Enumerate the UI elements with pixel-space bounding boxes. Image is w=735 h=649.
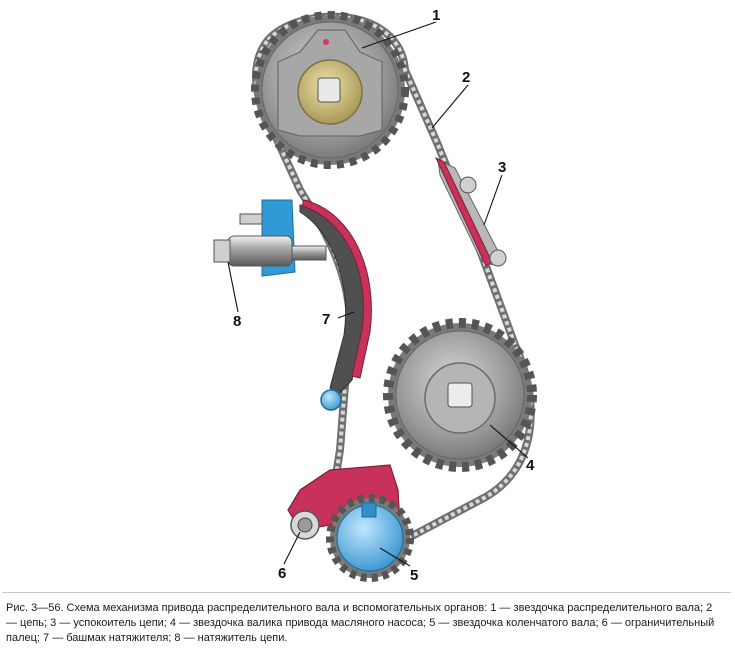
tensioner-shoe-pivot: [320, 389, 342, 411]
callout-labels: 1 2 3 4 5 6 7 8: [233, 7, 535, 584]
oil-pump-sprocket-bolt: [447, 382, 473, 408]
leader-2: [431, 84, 469, 129]
callout-3: 3: [498, 159, 506, 176]
callout-1: 1: [432, 7, 440, 24]
leader-3: [483, 174, 503, 226]
oil-pump-sprocket: [383, 318, 537, 472]
crankshaft-key: [361, 502, 377, 518]
tensioner-plunger: [289, 245, 327, 261]
leader-6: [283, 531, 301, 565]
crankshaft-assembly: [287, 464, 414, 582]
tensioner-shoe: [299, 199, 372, 411]
leader-7: [337, 311, 355, 319]
tensioner-bolt: [239, 213, 263, 225]
chain-damper-pad: [434, 156, 493, 267]
tensioner-cylinder: [227, 235, 293, 267]
caption-text: Рис. 3—56. Схема механизма привода распр…: [6, 602, 715, 644]
leader-8: [227, 261, 239, 313]
camshaft-bolt: [317, 77, 341, 103]
leader-1: [361, 21, 437, 49]
leader-lines: [227, 21, 529, 567]
tensioner-shoe-pad: [301, 199, 372, 379]
figure-caption: Рис. 3—56. Схема механизма привода распр…: [2, 592, 731, 647]
chain-damper-bolt-bottom: [489, 249, 507, 267]
timing-chain-diagram: 1 2 3 4 5 6 7 8: [213, 7, 537, 584]
callout-2: 2: [462, 69, 470, 86]
chain-damper: [434, 156, 507, 267]
chain-tensioner: [213, 199, 327, 277]
callout-5: 5: [410, 567, 418, 584]
chain-damper-bolt-top: [459, 176, 477, 194]
leader-5: [379, 547, 411, 567]
callout-6: 6: [278, 565, 286, 582]
camshaft-sprocket: [251, 11, 409, 169]
timing-mark: [323, 39, 329, 45]
callout-4: 4: [526, 457, 535, 474]
callout-8: 8: [233, 313, 241, 330]
limit-pin-center: [297, 517, 313, 533]
leader-4: [489, 424, 529, 459]
callout-7: 7: [322, 311, 330, 328]
tensioner-nut: [213, 239, 231, 263]
